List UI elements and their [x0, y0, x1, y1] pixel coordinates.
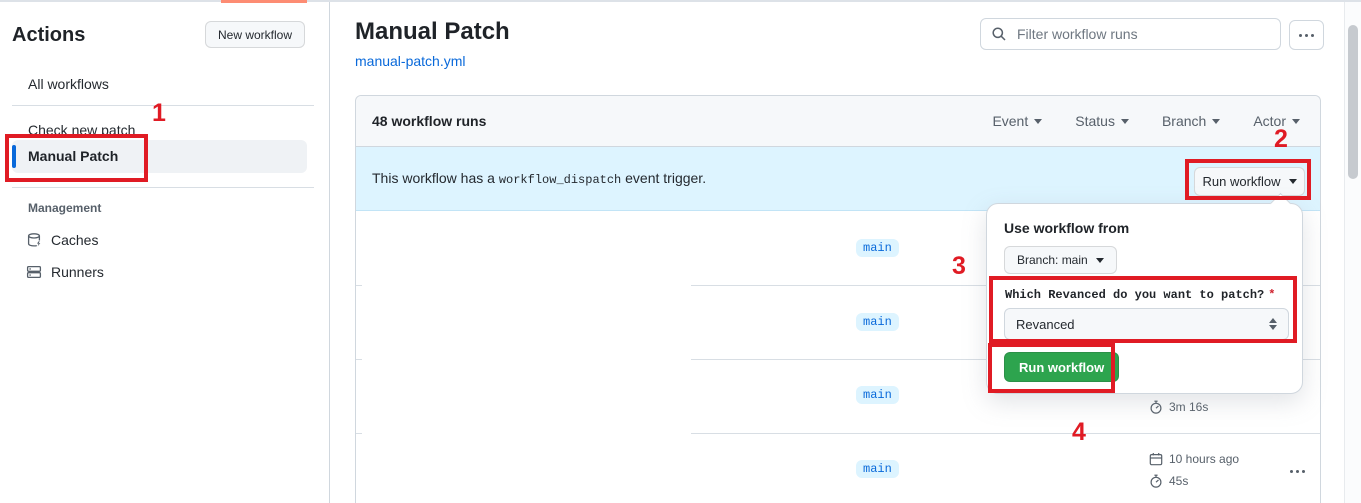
page-title: Manual Patch	[355, 18, 510, 45]
database-icon	[27, 233, 41, 247]
chevron-down-icon	[1288, 179, 1297, 184]
annotation-box-1	[5, 134, 148, 182]
sidebar-item-all-workflows[interactable]: All workflows	[28, 76, 109, 92]
workflow-input-label: Which Revanced do you want to patch?*	[1005, 288, 1275, 302]
banner-text-after: event trigger.	[621, 170, 707, 186]
filter-label: Status	[1075, 113, 1115, 129]
search-icon	[992, 27, 1006, 41]
row-divider	[356, 433, 362, 434]
sidebar-title: Actions	[12, 24, 86, 46]
sidebar-item-label: Caches	[51, 232, 99, 248]
search-input[interactable]	[1015, 25, 1270, 43]
active-tab-accent-bar	[221, 0, 307, 3]
kebab-horizontal-icon[interactable]	[1289, 20, 1324, 50]
filter-event[interactable]: Event	[992, 113, 1043, 129]
annotation-number-3: 3	[952, 252, 966, 280]
page-top-border	[0, 0, 1361, 2]
banner-text-before: This workflow has a	[372, 170, 499, 186]
sidebar-divider	[12, 187, 314, 188]
sidebar-item-label: Manual Patch	[28, 148, 119, 164]
row-kebab-horizontal-icon[interactable]	[1284, 463, 1310, 479]
workflow-file-link[interactable]: manual-patch.yml	[355, 53, 466, 69]
filter-runs-searchbox[interactable]	[980, 18, 1281, 50]
start-time-label: 10 hours ago	[1169, 452, 1240, 466]
branch-selector-label: Branch: main	[1017, 253, 1088, 267]
sidebar-item-caches[interactable]: Caches	[26, 232, 98, 248]
filter-status[interactable]: Status	[1075, 113, 1129, 129]
duration-label: 45s	[1169, 474, 1189, 488]
annotation-box-2	[1185, 159, 1311, 200]
workflow-dispatch-banner: This workflow has a workflow_dispatch ev…	[356, 147, 1320, 211]
scrollbar-thumb[interactable]	[1348, 25, 1358, 179]
sidebar-item-manual-patch[interactable]: Manual Patch	[12, 140, 307, 173]
branch-badge[interactable]: main	[856, 313, 899, 331]
new-workflow-button[interactable]: New workflow	[205, 21, 306, 48]
actions-sidebar: Actions New workflow All workflows Check…	[0, 0, 330, 503]
scrollbar-track[interactable]	[1344, 2, 1361, 503]
select-value: Revanced	[1016, 316, 1075, 332]
run-start-time: 10 hours ago	[1149, 452, 1239, 466]
chevron-down-icon	[1212, 118, 1221, 124]
filter-branch[interactable]: Branch	[1161, 113, 1221, 129]
chevron-down-icon	[1034, 118, 1043, 124]
filter-label: Actor	[1253, 113, 1286, 129]
stopwatch-icon	[1150, 400, 1162, 414]
run-duration: 3m 16s	[1149, 400, 1208, 414]
filter-actor[interactable]: Actor	[1253, 113, 1300, 129]
server-icon	[26, 265, 42, 279]
calendar-icon	[1149, 453, 1163, 466]
branch-selector-button[interactable]: Branch: main	[1004, 246, 1117, 274]
up-down-arrows-icon	[1269, 318, 1277, 330]
branch-badge[interactable]: main	[856, 460, 899, 478]
row-divider	[356, 285, 362, 286]
sidebar-item-runners[interactable]: Runners	[26, 264, 104, 280]
use-workflow-from-label: Use workflow from	[1004, 220, 1130, 236]
runs-panel-header: 48 workflow runs Event Status Branch Act…	[356, 96, 1320, 147]
management-section-label: Management	[28, 201, 102, 215]
chevron-down-icon	[1292, 118, 1300, 124]
run-workflow-dropdown-button[interactable]: Run workflow	[1194, 167, 1305, 196]
selected-accent-bar	[12, 145, 16, 168]
sidebar-divider	[12, 105, 314, 106]
banner-code: workflow_dispatch	[498, 173, 622, 187]
chevron-down-icon	[1095, 257, 1104, 263]
annotation-number-2: 2	[1274, 125, 1288, 153]
runs-count: 48 workflow runs	[372, 113, 487, 129]
branch-badge[interactable]: main	[856, 239, 899, 257]
chevron-down-icon	[1120, 118, 1129, 124]
run-workflow-popup: Use workflow from Branch: main Which Rev…	[986, 192, 1303, 394]
annotation-number-4: 4	[1072, 418, 1086, 446]
sidebar-item-label: Runners	[51, 264, 104, 280]
run-workflow-submit-button[interactable]: Run workflow	[1004, 352, 1120, 382]
required-marker: *	[1268, 288, 1276, 302]
runs-filters: Event Status Branch Actor	[992, 113, 1300, 129]
filter-label: Event	[992, 113, 1029, 129]
stopwatch-icon	[1150, 474, 1162, 488]
annotation-box-3	[989, 276, 1297, 343]
row-divider	[356, 359, 362, 360]
annotation-box-4	[988, 343, 1115, 393]
input-label-text: Which Revanced do you want to patch?	[1005, 288, 1265, 302]
row-divider	[691, 433, 1320, 434]
branch-badge[interactable]: main	[856, 386, 899, 404]
revanced-select[interactable]: Revanced	[1004, 308, 1289, 340]
run-workflow-label: Run workflow	[1202, 174, 1281, 189]
annotation-number-1: 1	[152, 99, 166, 127]
banner-text: This workflow has a workflow_dispatch ev…	[372, 170, 706, 187]
filter-label: Branch	[1161, 113, 1207, 129]
duration-label: 3m 16s	[1169, 400, 1209, 414]
run-duration: 45s	[1149, 474, 1188, 488]
